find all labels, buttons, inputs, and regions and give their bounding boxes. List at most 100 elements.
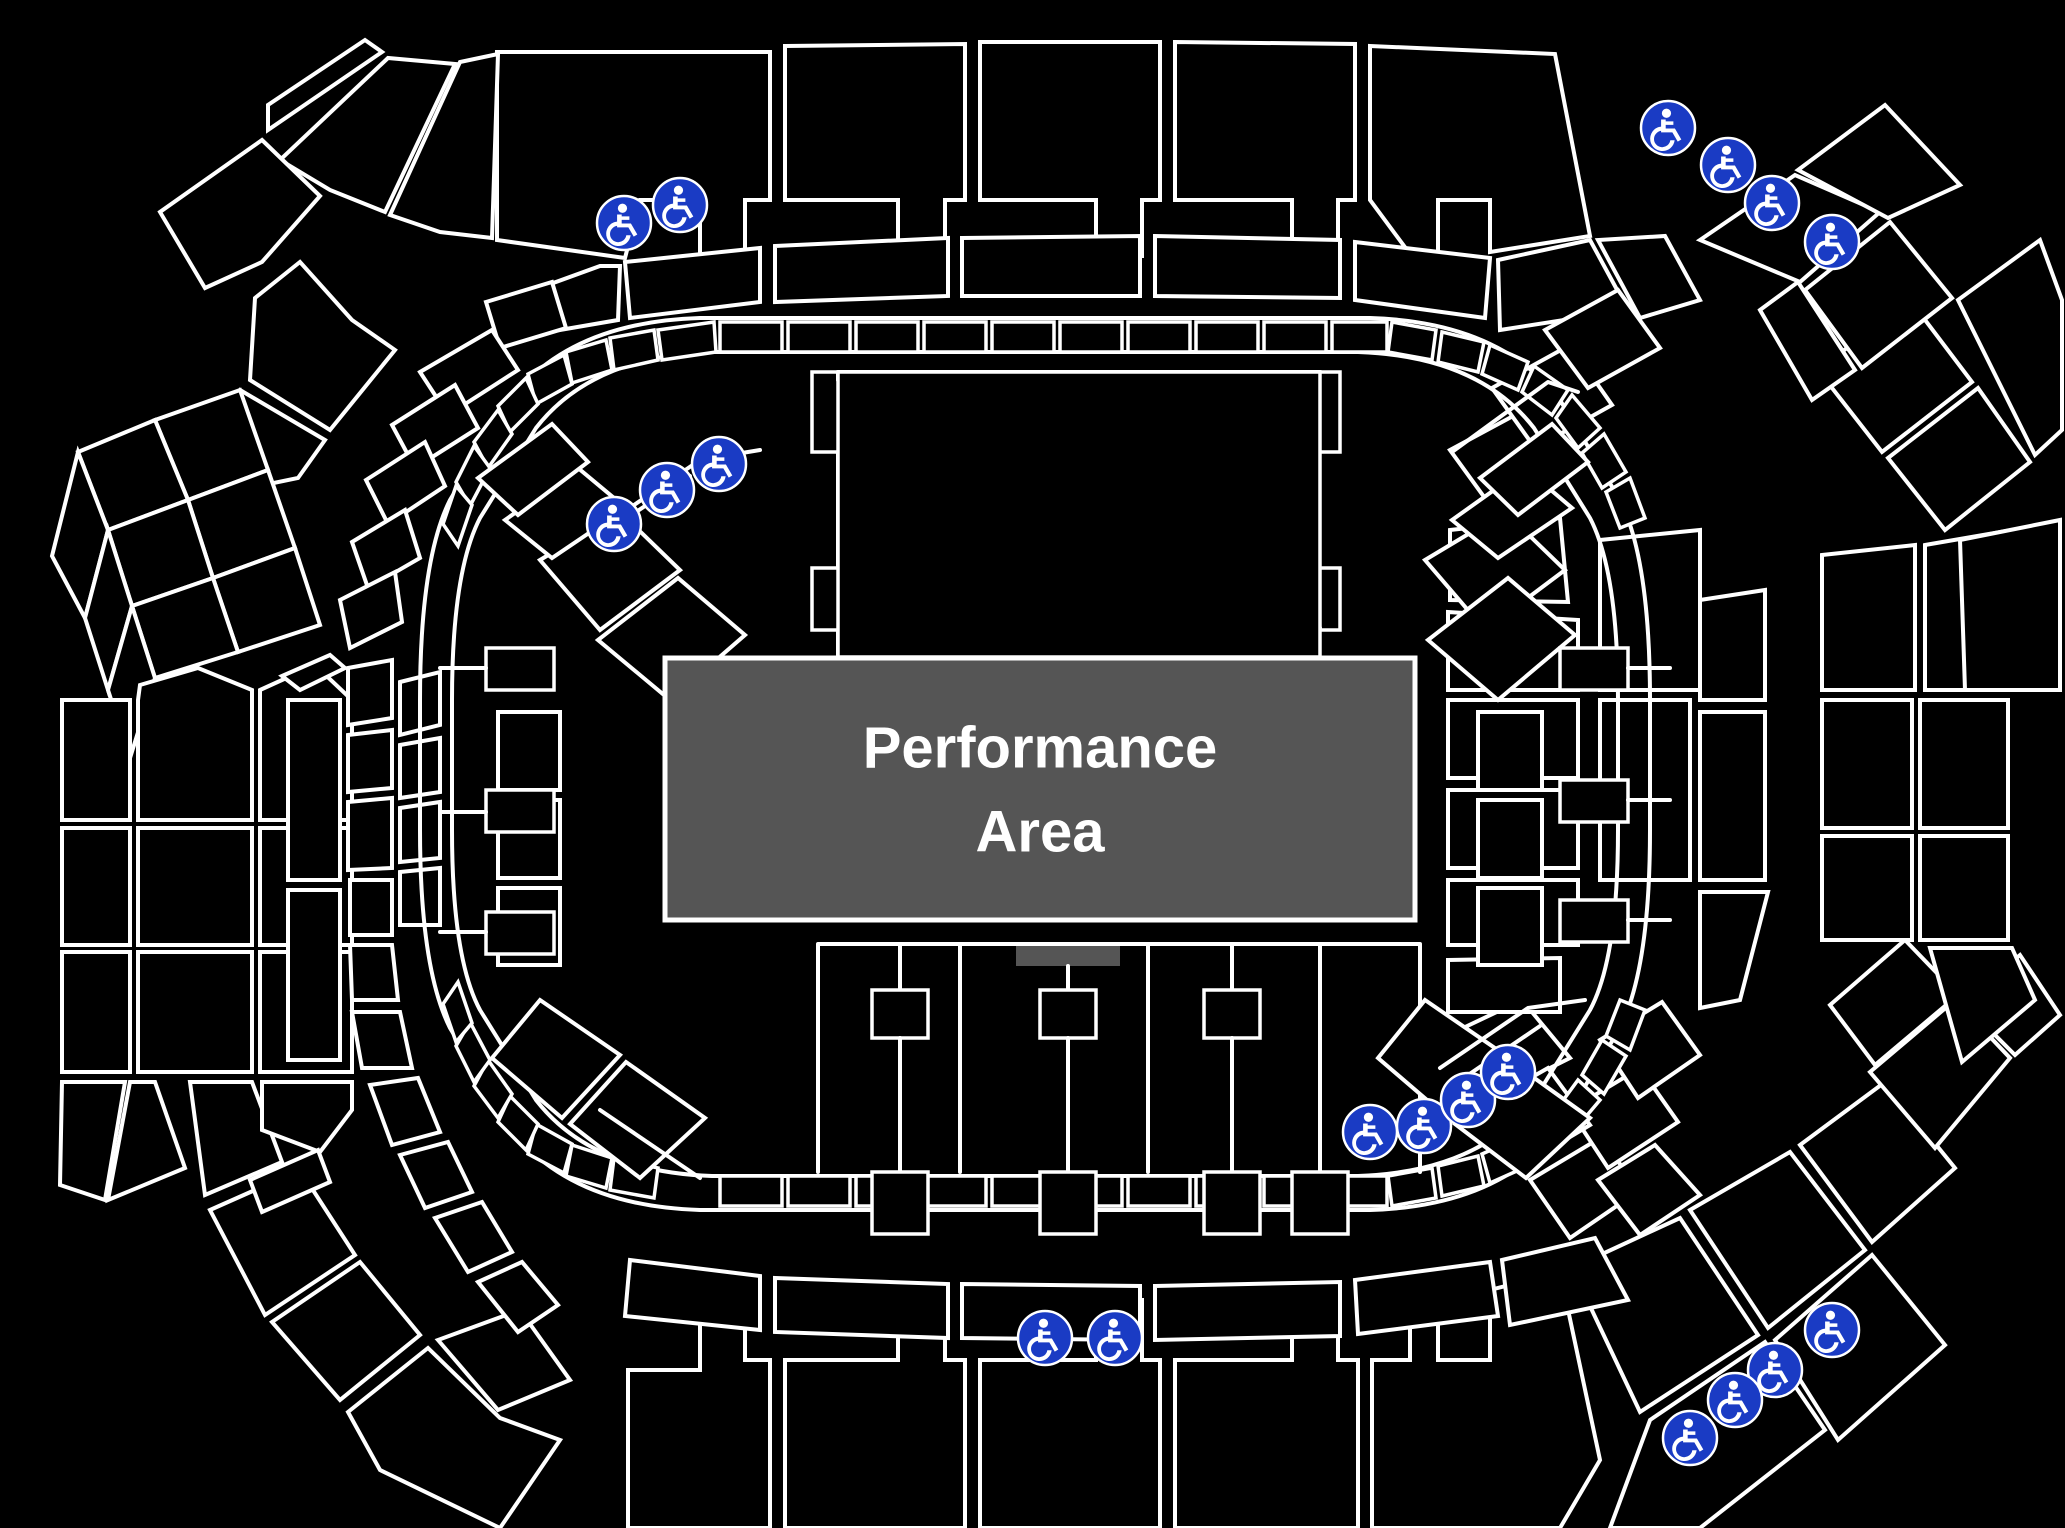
suite-box[interactable] [922,320,988,354]
wheelchair-accessible-icon[interactable] [1699,136,1757,194]
suite-box[interactable] [1603,475,1648,531]
suite-box[interactable] [718,320,784,354]
upper-section[interactable] [247,259,398,433]
upper-section[interactable] [187,1080,285,1198]
club-section[interactable] [1353,239,1493,321]
club-section[interactable] [773,235,950,305]
upper-section[interactable] [1370,1269,1603,1528]
lower-bowl-section[interactable] [1476,710,1544,792]
upper-level-sections[interactable] [49,37,2064,1528]
club-section[interactable] [346,795,394,873]
club-section[interactable] [1594,233,1703,321]
lower-bowl-section[interactable] [594,575,749,703]
club-section[interactable] [1153,233,1342,301]
upper-section[interactable] [1794,102,1964,221]
portal-box[interactable] [484,910,556,956]
upper-section[interactable] [105,1080,188,1204]
upper-section[interactable] [1955,236,2064,459]
club-section[interactable] [367,1075,443,1148]
upper-section[interactable] [1885,385,2033,533]
upper-section[interactable] [1698,710,1767,882]
upper-section[interactable] [266,37,386,134]
upper-section[interactable] [1687,1149,1868,1331]
club-section[interactable] [622,245,762,321]
portal-box[interactable] [484,788,556,834]
club-section[interactable] [960,233,1142,298]
upper-section[interactable] [276,55,459,215]
wheelchair-accessible-icon[interactable] [1803,1301,1861,1359]
floor-access-box[interactable] [870,1170,930,1236]
lower-right-outer-cluster[interactable] [1661,1301,1861,1467]
upper-section[interactable] [278,652,349,693]
upper-section[interactable] [157,137,323,291]
club-section[interactable] [346,657,394,728]
upper-section[interactable] [1918,834,2010,942]
suite-box-corner-top-right[interactable] [1386,319,1648,531]
portal-box[interactable] [1558,646,1630,692]
lower-bowl-section[interactable] [1476,798,1544,880]
suite-box[interactable] [1126,320,1192,354]
wheelchair-accessible-icon[interactable] [1439,1071,1497,1129]
wheelchair-accessible-icon[interactable] [595,194,653,252]
suite-box[interactable] [1519,363,1571,418]
portal-box[interactable] [1558,778,1630,824]
floor-access-box[interactable] [1038,988,1098,1040]
upper-section[interactable] [136,950,254,1074]
suite-box-corner-top-left[interactable] [441,327,660,550]
lower-bowl-section[interactable] [1476,886,1544,967]
lower-bowl-section[interactable] [496,710,562,792]
upper-section[interactable] [1698,890,1771,1011]
wheelchair-accessible-icon[interactable] [1803,213,1861,271]
upper-section[interactable] [136,665,254,822]
lower-bowl-section[interactable] [489,997,624,1121]
club-section[interactable] [431,1199,515,1275]
wheelchair-accessible-icon[interactable] [1341,1103,1399,1161]
club-section[interactable] [1567,1065,1681,1171]
club-section[interactable] [348,878,394,937]
upper-section[interactable] [1957,517,2062,692]
performance-area[interactable]: Performance Area [662,655,1418,923]
portal-box[interactable] [1558,898,1630,944]
club-section[interactable] [397,1139,475,1211]
mid-left-cluster[interactable] [585,435,748,553]
upper-section[interactable] [1368,43,1593,257]
club-section[interactable] [398,865,442,927]
suite-box[interactable] [1579,431,1629,491]
wheelchair-accessible-icon[interactable] [1395,1097,1453,1155]
upper-section[interactable] [57,1080,128,1203]
club-section[interactable] [363,439,448,527]
suite-box[interactable] [1603,997,1648,1053]
upper-section[interactable] [136,826,254,947]
suite-box-row-top[interactable] [718,320,1389,354]
suite-box[interactable] [786,320,852,354]
wheelchair-accessible-icon[interactable] [651,176,709,234]
upper-section[interactable] [434,1307,574,1413]
suite-box[interactable] [1126,1174,1192,1208]
club-section[interactable] [1499,1235,1632,1328]
upper-section[interactable] [1820,698,1914,830]
floor-aisle-bottom[interactable] [870,942,1350,1236]
accessible-seating-markers[interactable] [585,99,1861,1467]
upper-section[interactable] [387,51,501,241]
floor-access-box[interactable] [1038,1170,1098,1236]
club-section[interactable] [337,568,405,651]
wheelchair-accessible-icon[interactable] [638,461,696,519]
club-section[interactable] [346,727,394,795]
suite-box[interactable] [1579,1037,1629,1097]
performance-area-rect[interactable] [662,655,1418,923]
upper-section[interactable] [247,1147,333,1215]
suite-box[interactable] [718,1174,784,1208]
club-section[interactable] [349,1010,415,1070]
suite-box[interactable] [922,1174,988,1208]
suite-box[interactable] [608,327,660,373]
wheelchair-accessible-icon[interactable] [1016,1309,1074,1367]
suite-box[interactable] [1386,1165,1438,1209]
club-section[interactable] [622,1257,762,1333]
upper-section[interactable] [260,1080,354,1155]
wheelchair-accessible-icon[interactable] [1706,1371,1764,1429]
lower-bowl-and-floor[interactable] [438,370,1672,1236]
portal-box[interactable] [484,646,556,692]
upper-section[interactable] [1802,219,1955,371]
